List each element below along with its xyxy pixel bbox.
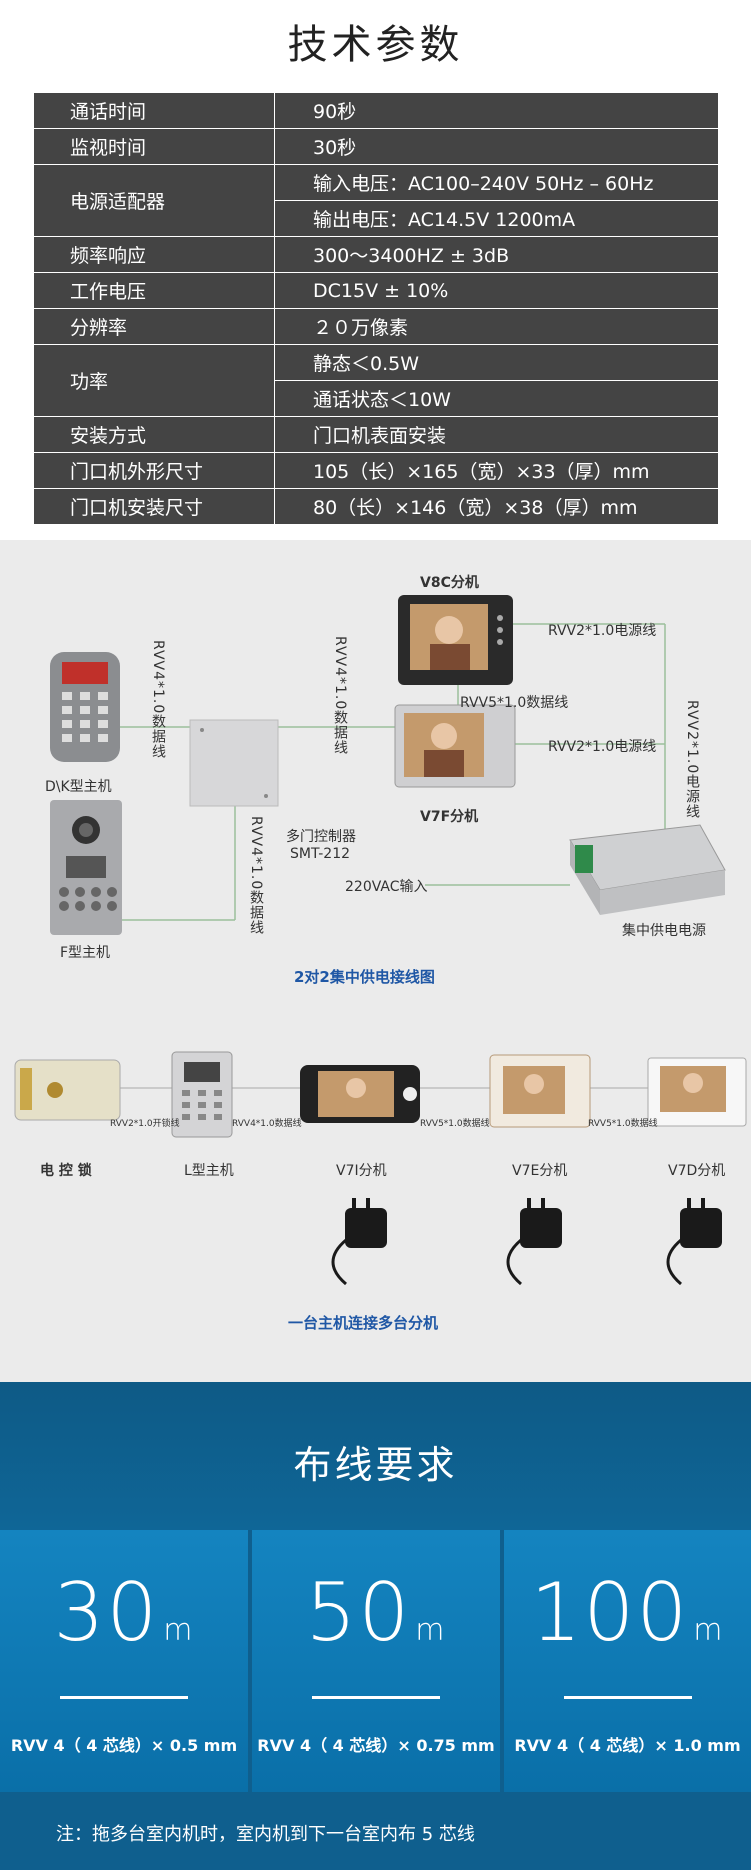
controller-box [189,719,279,807]
spec-table: 通话时间 90秒 监视时间 30秒 电源适配器 输入电压：AC100–240V … [33,92,719,525]
spec-label: 门口机外形尺寸 [33,452,275,489]
spec-label: 监视时间 [33,128,275,165]
table-row: 分辨率 ２０万像素 [33,308,719,345]
spec-value: 输出电压：AC14.5V 1200mA [274,200,719,237]
label-wire-rvv2-b: RVV2*1.0电源线 [548,739,657,755]
label-w2: RVV4*1.0数据线 [232,1119,302,1129]
table-row: 输出电压：AC14.5V 1200mA [34,200,719,237]
table-row: 监视时间 30秒 [33,128,719,165]
spec-value: 300～3400HZ ± 3dB [274,236,719,273]
label-controller-model: SMT-212 [290,846,351,862]
label-wire-rvv2-a: RVV2*1.0电源线 [548,623,657,639]
v8c-monitor [398,595,513,685]
v7e-monitor [489,1054,591,1128]
label-dk-host: D\K型主机 [45,779,112,795]
divider [563,1696,692,1699]
label-wire-rvv5: RVV5*1.0数据线 [460,695,569,711]
table-row: 功率 静态＜0.5W [33,344,719,417]
spec-value: 通话状态＜10W [274,380,719,417]
power-supply-unit [569,824,726,915]
cable-spec: RVV 4（ 4 芯线）× 0.75 mm [257,1736,495,1755]
label-v7d: V7D分机 [668,1163,726,1179]
diagram-graphics [14,595,747,1286]
divider [312,1696,440,1699]
divider [60,1696,188,1699]
distance-unit: m [163,1613,195,1648]
label-wire-rvv4-b: RVV4*1.0数据线 [332,636,348,756]
table-row: 通话状态＜10W [34,380,719,417]
diagram2-caption: 一台主机连接多台分机 [288,1314,439,1332]
label-v8c: V8C分机 [420,575,479,591]
diagram1-caption: 2对2集中供电接线图 [294,968,435,986]
table-row: 电源适配器 输入电压：AC100–240V 50Hz – 60Hz [33,164,719,237]
table-row: 通话时间 90秒 [33,92,719,129]
spec-label: 门口机安装尺寸 [33,488,275,525]
power-adapters [331,1198,722,1286]
spec-value: 80（长）×146（宽）×38（厚）mm [274,488,719,525]
label-controller: 多门控制器 [286,829,356,845]
label-power-supply: 集中供电电源 [622,923,706,939]
spec-value: 静态＜0.5W [274,344,719,381]
spec-label: 安装方式 [33,416,275,453]
spec-value: 门口机表面安装 [274,416,719,453]
spec-value: 90秒 [274,92,719,129]
label-w1: RVV2*1.0开锁线 [110,1119,180,1129]
electric-lock [14,1059,121,1121]
label-f-host: F型主机 [60,945,111,961]
label-w4: RVV5*1.0数据线 [588,1119,658,1129]
spec-value: DC15V ± 10% [274,272,719,309]
label-w3: RVV5*1.0数据线 [420,1119,490,1129]
spec-value: 105（长）×165（宽）×33（厚）mm [274,452,719,489]
spec-label: 功率 [33,344,275,417]
v7i-monitor [300,1065,420,1123]
v7d-monitor [647,1057,747,1127]
spec-label: 频率响应 [33,236,275,273]
label-l-host: L型主机 [184,1163,234,1179]
distance-number: 100 [530,1566,690,1659]
distance-unit: m [693,1613,725,1648]
connection-lines [120,623,666,921]
f-host-device [50,800,122,935]
spec-label: 分辨率 [33,308,275,345]
spec-label: 工作电压 [33,272,275,309]
spec-label: 通话时间 [33,92,275,129]
label-v7i: V7I分机 [336,1163,387,1179]
table-row: 安装方式 门口机表面安装 [33,416,719,453]
spec-label: 电源适配器 [33,164,275,237]
label-v7f: V7F分机 [420,809,479,825]
label-wire-rvv2-c: RVV2*1.0电源线 [684,700,700,820]
label-wire-rvv4-c: RVV4*1.0数据线 [248,816,264,936]
distance-number: 50 [305,1566,412,1659]
wiring-diagrams: V8C分机 RVV2*1.0电源线 RVV5*1.0数据线 RVV2*1.0电源… [0,540,751,1382]
page-title: 技术参数 [287,22,464,68]
label-lock: 电 控 锁 [40,1163,92,1179]
l-host-device [171,1051,233,1138]
wiring-header: 布线要求 [0,1382,751,1530]
wiring-note: 注：拖多台室内机时，室内机到下一台室内布 5 芯线 [56,1824,475,1845]
label-wire-rvv4-a: RVV4*1.0数据线 [150,640,166,760]
distance-unit: m [415,1613,447,1648]
table-row: 门口机安装尺寸 80（长）×146（宽）×38（厚）mm [33,488,719,525]
wiring-title: 布线要求 [293,1443,458,1487]
cable-spec: RVV 4（ 4 芯线）× 1.0 mm [514,1736,741,1755]
v7f-monitor [394,704,516,788]
table-row: 工作电压 DC15V ± 10% [33,272,719,309]
distance-number: 30 [53,1566,160,1659]
label-v7e: V7E分机 [512,1163,568,1179]
cable-spec: RVV 4（ 4 芯线）× 0.5 mm [10,1736,238,1755]
table-row: 门口机外形尺寸 105（长）×165（宽）×33（厚）mm [33,452,719,489]
label-ac-input: 220VAC输入 [345,879,428,895]
table-row: 频率响应 300～3400HZ ± 3dB [33,236,719,273]
spec-value: ２０万像素 [274,308,719,345]
spec-value: 输入电压：AC100–240V 50Hz – 60Hz [274,164,719,201]
spec-value: 30秒 [274,128,719,165]
dk-host-device [50,652,120,762]
